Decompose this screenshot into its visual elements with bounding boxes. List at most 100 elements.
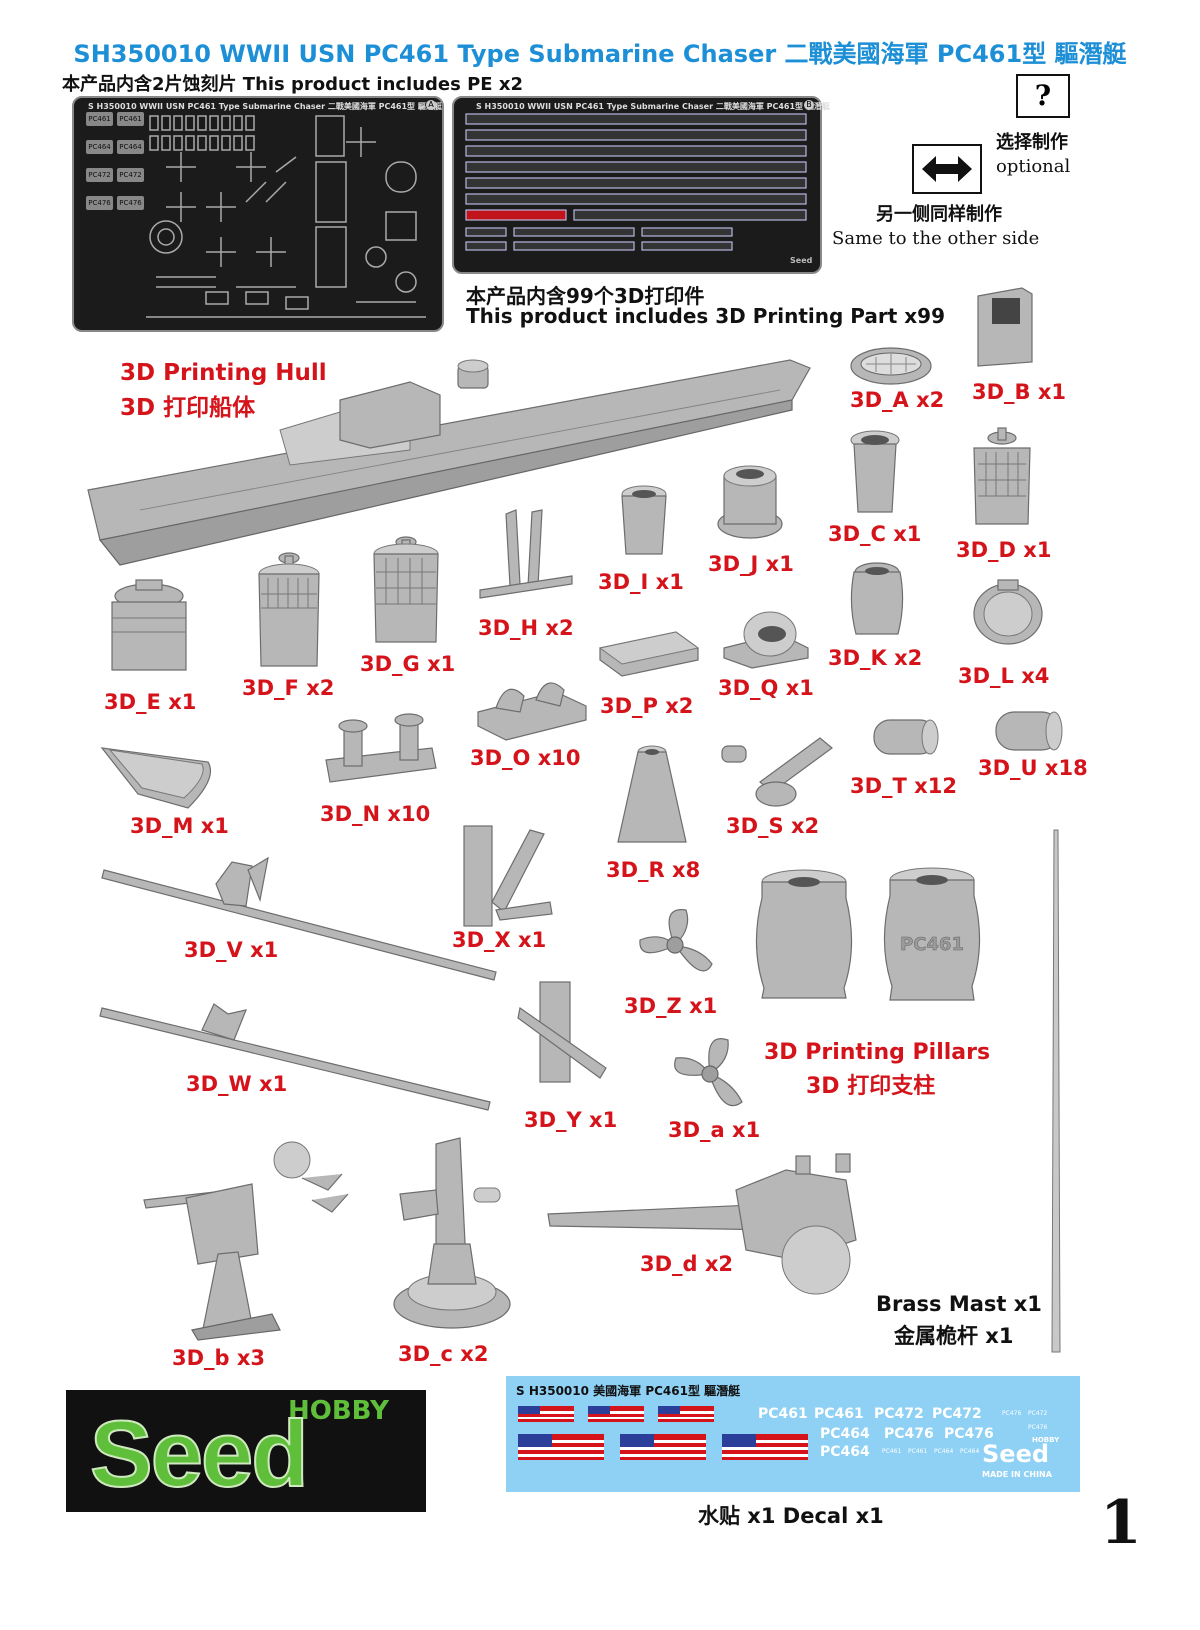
part-d-graphic	[973, 427, 1031, 525]
pe-sheet-a-parts-graphic	[146, 115, 426, 318]
pe-sheet-a: S H350010 WWII USN PC461 Type Submarine …	[72, 96, 444, 332]
same-side-en: Same to the other side	[832, 228, 1040, 249]
pe-name-plate: PC472	[117, 168, 144, 182]
part-e-graphic	[111, 579, 187, 671]
hull-label-en: 3D Printing Hull	[120, 360, 327, 386]
part-lowercase-b-label: 3D_b x3	[172, 1346, 266, 1370]
part-x-graphic	[463, 825, 553, 927]
brass-mast-graphic	[1051, 829, 1061, 1353]
pe-name-plate: PC461	[117, 112, 144, 126]
part-r-graphic	[617, 745, 687, 843]
decal-hull-number: PC476	[944, 1426, 994, 1442]
pillars-graphic: PC461	[755, 867, 981, 1001]
part-t-label: 3D_T x12	[850, 774, 957, 798]
decal-tiny-number: PC461	[882, 1448, 902, 1455]
pe-name-plate: PC464	[117, 140, 144, 154]
decal-caption: 水贴 x1 Decal x1	[698, 1504, 884, 1528]
part-lowercase-c-label: 3D_c x2	[398, 1342, 489, 1366]
decal-hull-number: PC472	[874, 1406, 924, 1422]
pe-sheet-b-letter: B	[804, 100, 814, 110]
pe-sheet-a-title: S H350010 WWII USN PC461 Type Submarine …	[88, 102, 442, 111]
brass-mast-label-en: Brass Mast x1	[876, 1292, 1042, 1316]
hull-graphic	[87, 359, 811, 566]
pe-sheet-b: S H350010 WWII USN PC461 Type Submarine …	[452, 96, 830, 274]
decal-hull-number: PC461	[814, 1406, 864, 1422]
part-s-label: 3D_S x2	[726, 814, 820, 838]
part-k-label: 3D_K x2	[828, 646, 923, 670]
optional-cn: 选择制作	[996, 132, 1068, 153]
pe-note: 本产品内含2片蚀刻片 This product includes PE x2	[62, 74, 524, 95]
logo-hobby-text: HOBBY	[288, 1396, 389, 1426]
seed-hobby-logo: HOBBY Seed	[66, 1390, 426, 1512]
decal-flags	[518, 1406, 808, 1460]
part-lowercase-a-label: 3D_a x1	[668, 1118, 761, 1142]
print-note-cn: 本产品内含99个3D打印件	[466, 284, 705, 308]
part-z-label: 3D_Z x1	[624, 994, 718, 1018]
decal-tiny-number: PC461	[908, 1448, 928, 1455]
hull-label-cn: 3D 打印船体	[120, 395, 256, 421]
part-c-label: 3D_C x1	[828, 522, 922, 546]
pe-name-plate: PC476	[86, 196, 113, 210]
part-i-label: 3D_I x1	[598, 570, 684, 594]
part-z-graphic	[639, 909, 713, 972]
part-f-label: 3D_F x2	[242, 676, 335, 700]
decal-hull-number: PC464	[820, 1444, 870, 1460]
part-d-label: 3D_D x1	[956, 538, 1052, 562]
part-u-label: 3D_U x18	[978, 756, 1088, 780]
part-b-label: 3D_B x1	[972, 380, 1067, 404]
page-title: SH350010 WWII USN PC461 Type Submarine C…	[73, 40, 1127, 68]
part-l-label: 3D_L x4	[958, 664, 1050, 688]
part-p-label: 3D_P x2	[600, 694, 694, 718]
decal-hull-number: PC476	[884, 1426, 934, 1442]
part-y-label: 3D_Y x1	[524, 1108, 618, 1132]
part-d-gun-graphic	[547, 1153, 857, 1295]
pe-sheet-b-brand: Seed	[790, 256, 813, 265]
decal-title: S H350010 美國海軍 PC461型 驅潛艇	[516, 1384, 741, 1398]
decal-tiny-number: PC476	[1028, 1424, 1048, 1431]
part-u-graphic	[995, 711, 1063, 751]
page-number: 1	[1100, 1488, 1142, 1558]
pillars-label-cn: 3D 打印支柱	[806, 1074, 936, 1099]
decal-hull-number: PC461	[758, 1406, 808, 1422]
pe-name-plate: PC464	[86, 140, 113, 154]
logo-seed-text: Seed	[89, 1401, 310, 1506]
part-r-label: 3D_R x8	[606, 858, 701, 882]
part-lowercase-a-graphic	[674, 1038, 743, 1107]
part-l-graphic	[973, 579, 1043, 645]
part-o-label: 3D_O x10	[470, 746, 581, 770]
part-c-gun-graphic	[393, 1137, 511, 1329]
decal-made-in-china: MADE IN CHINA	[982, 1470, 1052, 1479]
part-j-label: 3D_J x1	[708, 552, 794, 576]
decal-brand-hobby: HOBBY	[1032, 1436, 1060, 1444]
same-side-cn: 另一侧同样制作	[876, 204, 1002, 225]
pe-sheet-b-rails-graphic	[465, 113, 807, 251]
part-o-graphic	[477, 682, 587, 741]
part-v-label: 3D_V x1	[184, 938, 279, 962]
part-a-label: 3D_A x2	[850, 388, 945, 412]
part-k-graphic	[850, 562, 904, 635]
part-w-label: 3D_W x1	[186, 1072, 288, 1096]
pillar-embossed-text: PC461	[900, 934, 964, 955]
decal-hull-number: PC464	[820, 1426, 870, 1442]
decal-tiny-number: PC472	[1028, 1410, 1048, 1417]
decal-hull-number: PC472	[932, 1406, 982, 1422]
decal-sheet: S H350010 美國海軍 PC461型 驅潛艇 PC461 PC461 PC…	[506, 1376, 1080, 1492]
decal-brand: Seed	[982, 1440, 1050, 1468]
pe-sheet-a-name-plates: PC461 PC461 PC464 PC464 PC472 PC472 PC47…	[86, 112, 144, 210]
part-p-graphic	[598, 631, 700, 677]
brass-mast-label-cn: 金属桅杆 x1	[894, 1324, 1014, 1348]
part-w-graphic	[99, 1003, 491, 1111]
decal-tiny-number: PC464	[934, 1448, 954, 1455]
part-x-label: 3D_X x1	[452, 928, 547, 952]
pe-name-plate: PC472	[86, 168, 113, 182]
part-i-graphic	[621, 485, 667, 555]
part-s-graphic	[721, 737, 833, 807]
pe-name-plate: PC476	[117, 196, 144, 210]
part-lowercase-d-label: 3D_d x2	[640, 1252, 734, 1276]
part-h-label: 3D_H x2	[478, 616, 574, 640]
part-h-graphic	[479, 509, 573, 599]
part-t-graphic	[873, 719, 939, 755]
part-g-graphic	[373, 536, 439, 643]
part-b-graphic	[977, 287, 1033, 367]
part-n-graphic	[325, 713, 437, 783]
